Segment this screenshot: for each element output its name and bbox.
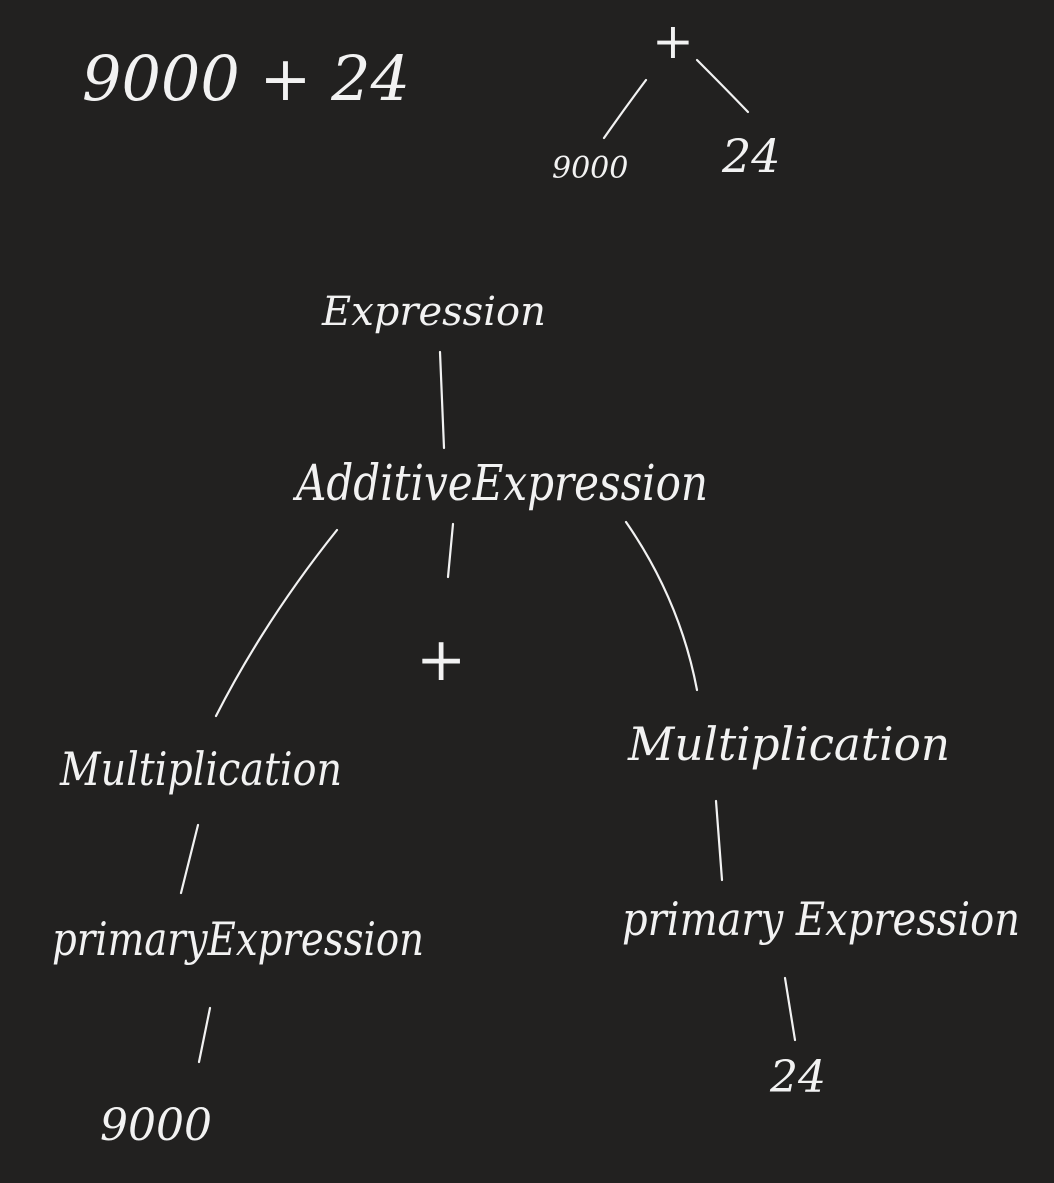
node-value-24: 24 [769, 1052, 826, 1103]
edge-primary-value-left [197, 1006, 212, 1064]
node-expression: Expression [321, 289, 546, 335]
edge-multiplication-primary-right [714, 799, 724, 882]
edge-expression-additive [438, 350, 446, 450]
small-tree-edge-right [695, 58, 750, 114]
expression-text: 9000 + 24 [82, 42, 410, 115]
small-tree-right-node: 24 [721, 129, 781, 183]
node-additive-expression: AdditiveExpression [293, 454, 708, 512]
edge-primary-value-right [783, 976, 797, 1042]
node-value-9000: 9000 [100, 1100, 212, 1151]
edge-additive-operator [446, 522, 455, 579]
node-multiplication-left: Multiplication [59, 742, 342, 796]
node-multiplication-right: Multiplication [627, 717, 950, 771]
edge-multiplication-primary-left [179, 823, 200, 895]
node-plus-operator: + [416, 625, 466, 695]
small-tree-edge-left [602, 78, 648, 140]
small-tree-operator: + [652, 12, 694, 70]
node-primary-expression-right: primary Expression [622, 892, 1020, 946]
small-tree-left-node: 9000 [552, 151, 628, 186]
edge-additive-left [214, 528, 339, 718]
node-primary-expression-left: primaryExpression [52, 912, 424, 966]
edge-additive-right [624, 520, 699, 692]
